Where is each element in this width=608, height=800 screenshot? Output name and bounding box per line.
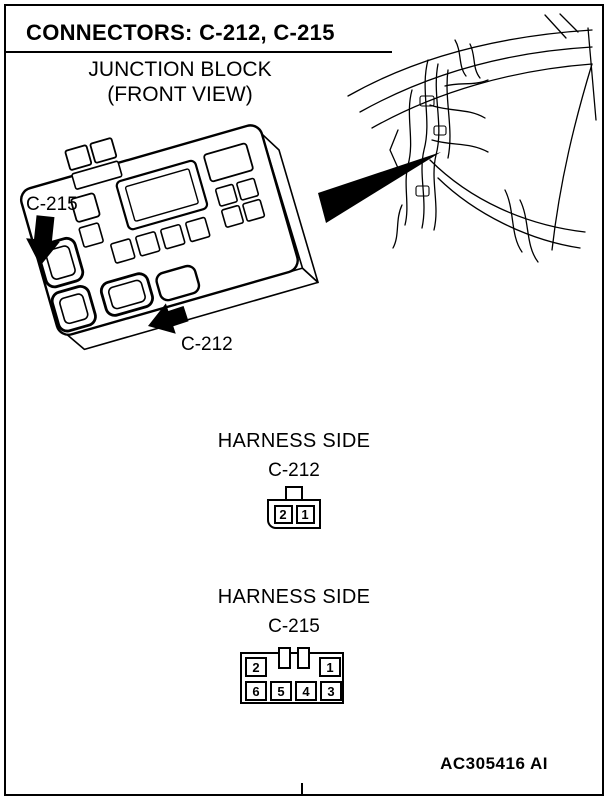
- harness-name-c212: C-212: [268, 460, 320, 481]
- junction-block-caption-line2: (FRONT VIEW): [107, 83, 253, 106]
- label-c215: C-215: [26, 194, 78, 215]
- c215-pin-2: 2: [245, 657, 267, 677]
- c215-pin-3: 3: [320, 681, 342, 701]
- c215-pin-5: 5: [270, 681, 292, 701]
- c215-keyway-right: [297, 647, 310, 669]
- figure-code: AC305416 AI: [440, 754, 548, 773]
- c215-arrow: [26, 215, 60, 266]
- binding-mark: [301, 783, 303, 796]
- connector-c212-drawing: 2 1: [265, 486, 323, 529]
- harness-side-title-c215: HARNESS SIDE: [217, 586, 371, 608]
- c215-pin-1: 1: [319, 657, 341, 677]
- junction-block-drawing: [19, 124, 319, 351]
- c212-body: 2 1: [267, 499, 321, 529]
- junction-block-caption-line1: JUNCTION BLOCK: [88, 58, 272, 81]
- harness-name-c215: C-215: [268, 616, 320, 637]
- page-title: CONNECTORS: C-212, C-215: [26, 20, 335, 45]
- c212-pin-1: 1: [295, 504, 315, 524]
- c212-arrow: [148, 303, 189, 334]
- harness-section-c212: HARNESS SIDE C-212: [154, 430, 434, 482]
- c215-pin-6: 6: [245, 681, 267, 701]
- c215-keyway-left: [278, 647, 291, 669]
- connector-c215-drawing: 2 1 6 5 4 3: [240, 647, 344, 704]
- c212-pin-2: 2: [273, 504, 293, 524]
- c215-pin-4: 4: [295, 681, 317, 701]
- harness-section-c215: HARNESS SIDE C-215: [154, 586, 434, 638]
- title-underline: [6, 51, 392, 53]
- page-border: [4, 4, 604, 796]
- junction-block-caption: JUNCTION BLOCK (FRONT VIEW): [40, 57, 320, 107]
- label-c212: C-212: [181, 334, 233, 355]
- locator-arrow: [318, 152, 441, 223]
- harness-side-title-c212: HARNESS SIDE: [217, 430, 371, 452]
